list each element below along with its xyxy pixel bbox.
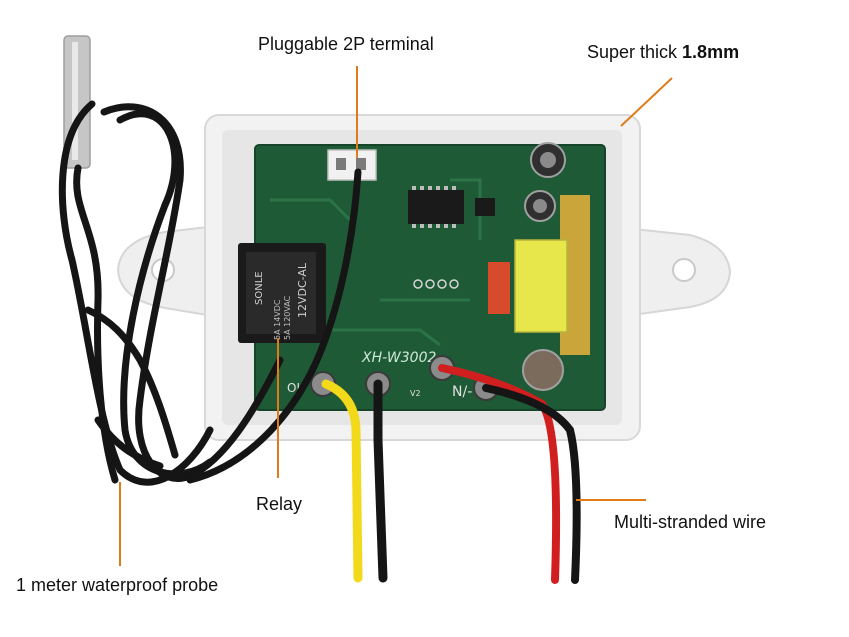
capacitor-mid-cap <box>533 199 547 213</box>
terminal-pin-1 <box>336 158 346 170</box>
probe-highlight <box>72 42 78 160</box>
transistor-component <box>475 198 495 216</box>
pcb-traces <box>270 178 482 347</box>
relay-rating-text-2: 5A 14VDC <box>273 299 282 340</box>
terminal-label: Pluggable 2P terminal <box>258 34 434 54</box>
black-wire-right <box>482 384 581 584</box>
ic-chip <box>408 190 464 224</box>
capacitor-top-cap <box>540 152 556 168</box>
relay-rating-text-1: 12VDC-AL <box>296 262 309 318</box>
thickness-label-prefix: Super thick <box>587 42 683 62</box>
probe-cable-coil <box>58 100 284 486</box>
yellow-wire <box>321 379 363 583</box>
relay-rating-text-3: 5A 120VAC <box>283 295 292 340</box>
relay-face <box>246 252 316 334</box>
header-pins <box>413 279 459 289</box>
wire-label: Multi-stranded wire <box>614 512 767 532</box>
probe-label: 1 meter waterproof probe <box>16 575 219 595</box>
pluggable-terminal-block <box>327 149 377 181</box>
terminal-label-mid: V2 <box>410 389 421 398</box>
thickness-label-value: 1.8mm <box>682 42 740 62</box>
red-film-capacitor <box>488 262 510 314</box>
thickness-label: Super thick 1.8mm <box>587 42 739 63</box>
probe-lead-to-terminal <box>186 168 362 484</box>
relay-brand-text: SONLE <box>254 271 265 305</box>
callout-lines <box>119 66 673 566</box>
power-module-yellow-component <box>514 239 568 333</box>
ic-pins <box>412 186 456 228</box>
right-mount-hole <box>672 258 696 282</box>
relay-label: Relay <box>256 494 303 514</box>
electrolytic-capacitor-bottom <box>522 349 564 391</box>
callout-thickness-line <box>620 77 673 127</box>
black-wire-center <box>373 379 388 583</box>
terminal-label-right: N/- <box>452 384 472 400</box>
terminal-pin-2 <box>356 158 366 170</box>
board-model-text: XH-W3002 <box>361 350 436 366</box>
